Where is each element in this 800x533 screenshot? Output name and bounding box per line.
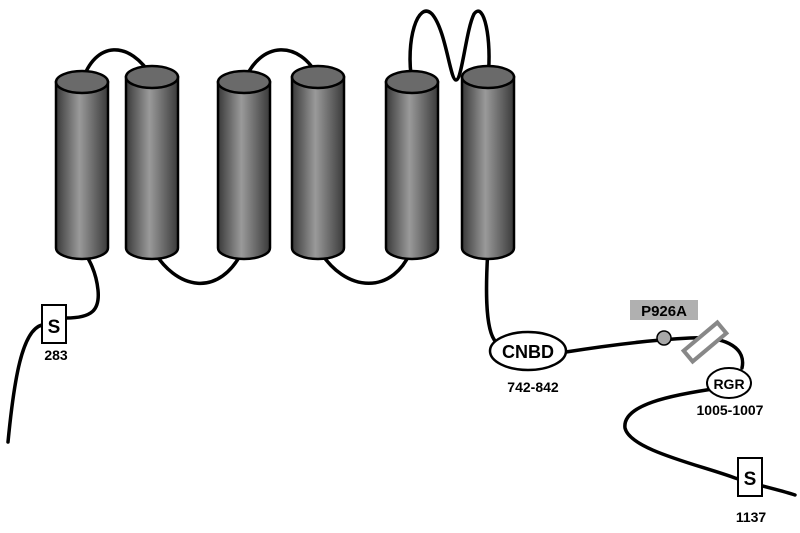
cnbd-domain: CNBD 742-842: [488, 330, 568, 395]
marker-bar: [680, 319, 730, 365]
site-s283-letter: S: [48, 317, 61, 338]
cnbd-label: CNBD: [502, 342, 554, 362]
mutation-dot: [656, 330, 672, 346]
cnbd-range: 742-842: [507, 379, 559, 395]
helix-s5: [384, 69, 440, 261]
helix-s6: [460, 64, 516, 261]
site-s283-number: 283: [44, 347, 68, 363]
helix-s3: [216, 69, 272, 261]
n-terminal-tail: [6, 323, 44, 444]
pore-loop: [408, 9, 491, 84]
mutation-p926a: P926A: [630, 300, 698, 346]
helix-s2: [124, 64, 180, 261]
cnbd-to-rgr-link: [564, 336, 745, 370]
rgr-motif: RGR 1005-1007: [697, 367, 764, 418]
helix-s1: [54, 69, 110, 261]
loop-s2-s3: [150, 246, 246, 286]
site-s1137-letter: S: [744, 469, 757, 490]
phospho-site-s1137: S 1137: [736, 457, 767, 525]
rgr-label: RGR: [713, 376, 744, 392]
s6-to-cnbd-link: [484, 246, 498, 344]
loop-s4-s5: [316, 246, 414, 285]
mutation-badge: [630, 300, 698, 320]
rgr-range: 1005-1007: [697, 402, 764, 418]
phospho-site-s283: S 283: [41, 304, 68, 363]
site-s1137-number: 1137: [736, 509, 767, 525]
helix-s4: [290, 64, 346, 261]
mutation-label: P926A: [641, 303, 687, 320]
